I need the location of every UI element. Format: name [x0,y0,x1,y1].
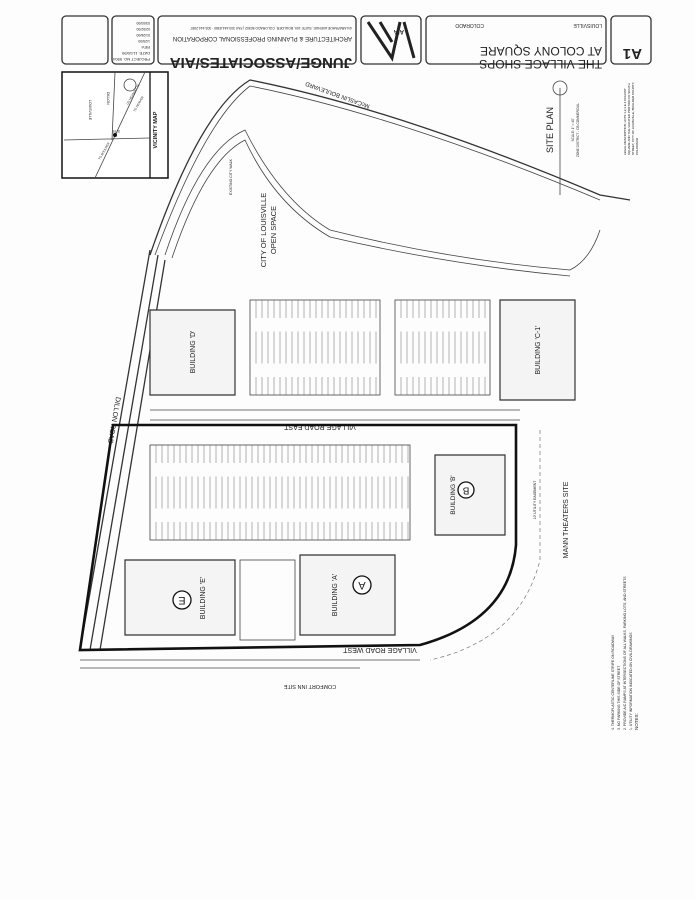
vicinity-label: SITE [112,129,120,133]
vicinity-map: VICINITY MAP LOUISVILLE DILLON SITE US H… [61,71,169,179]
property-boundary [78,423,518,652]
firm-name: JUNGE/ASSOCIATES/AIA [170,54,352,71]
existing-walk-label: EXISTING CITY WALK [229,158,233,195]
project-date: DATE: 11/10/99 [121,51,150,56]
north-arrow-icon [123,78,137,92]
revision: 02/02/00 [136,27,150,31]
project-state: COLORADO [455,22,484,28]
buildings: BUILDING 'D' BUILDING 'C-1' BUILDING 'B'… [124,299,576,636]
building-e-letter: E [178,594,185,606]
project-city: LOUISVILLE [573,22,602,28]
revision: 1/25/00 [138,39,150,43]
project-no: PROJECT NO. 9904 [112,57,150,62]
site-marker [113,133,117,137]
village-road-east [150,409,520,421]
vicinity-label: DILLON [106,92,110,105]
firm-address: 4/4 ARAPAHOE AVENUE, SUITE 100, BOULDER,… [190,26,352,30]
project-info-cell [111,15,155,65]
sheet-number: A1 [623,45,642,62]
note-item: 4. THERMOPLASTIC CENTERLINE STRIPE ON RO… [611,634,615,730]
title-block: PROJECT NO. 9904 DATE: 11/10/99 REV: 1/2… [61,15,652,71]
revision: 01/26/00 [136,33,150,37]
revision: 03/03/00 [136,21,150,25]
theaters-site-label: MANN THEATERS SITE [563,481,570,558]
note-item: 2. PROVIDE A/C RAMPS AT INTERSECTIONS OF… [623,576,627,730]
village-road-east-label: VILLAGE ROAD EAST [283,423,355,430]
dillon-road-label: DILLON ROAD [106,396,121,444]
building-b-label: BUILDING 'B' [450,475,457,514]
building-a-marker [352,575,372,595]
building-a-label: BUILDING 'A' [332,574,339,616]
notes: NOTES: 1. UTILITY INFORMATION INDICATED … [611,576,639,730]
logo-text: AIA [393,28,404,34]
firm-cell [157,15,357,65]
village-road-west-label: VILLAGE ROAD WEST [343,646,417,653]
vicinity-map-title: VICINITY MAP [153,111,159,148]
building-b-letter: B [462,485,469,496]
blank-cell [61,15,109,65]
site-plan-title: SITE PLAN SCALE: 1" = 40' ZONE DISTRICT … [545,80,639,195]
notes-heading: NOTES: [634,713,639,730]
sheet-number-cell [610,15,652,65]
building-d-label: BUILDING 'D' [190,331,197,374]
firm-logo: AIA [366,21,416,62]
building-e-marker [172,590,192,610]
building-d [149,309,236,396]
site-plan-scale: SCALE: 1" = 40' [571,118,575,141]
firm-subtitle: ARCHITECTURE & PLANNING PROFESSIONAL COR… [173,35,352,41]
open-space-label-2: OPEN SPACE [269,206,278,254]
comfort-inn-label: COMFORT INN SITE [283,683,336,689]
village-road-west [80,659,420,669]
parking-lots [149,299,491,641]
building-e-label: BUILDING 'E' [200,577,207,619]
building-a [299,554,396,636]
legal-description: LEGAL DESCRIPTION: LOTS 1,2,3 & 4 COLONY… [623,82,639,155]
rev-label: REV: [141,45,150,50]
mccaslin-boulevard [149,79,631,256]
project-title-1: THE VILLAGE SHOPS [479,57,602,71]
building-c1 [499,299,576,401]
open-space-label-1: CITY OF LOUISVILLE [259,193,268,267]
building-a-letter: A [358,579,366,591]
zone-district: ZONE DISTRICT - CB COMMERCIAL [576,103,580,157]
note-item: 1. UTILITY INFORMATION INDICATED ON CIVI… [629,632,633,730]
site-plan-heading: SITE PLAN [545,107,555,153]
building-c1-label: BUILDING 'C-1' [535,326,542,375]
building-b-marker [457,481,475,499]
project-title-2: AT COLONY SQUARE [480,44,602,58]
note-item: 3. NO PARKING THIS SIDE OF STREET [617,665,621,730]
logo-cell [360,15,422,65]
project-title-cell [425,15,607,65]
utility-easement-label: 10' UTILITY EASEMENT [533,480,537,520]
vicinity-label: LOUISVILLE [88,100,92,121]
